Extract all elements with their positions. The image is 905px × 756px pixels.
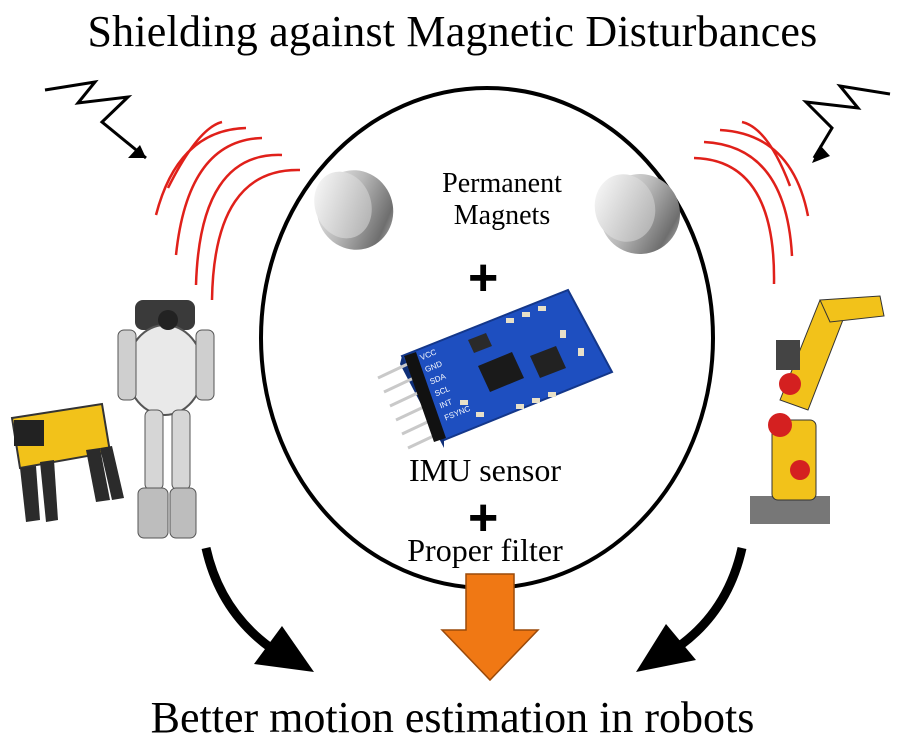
down-arrow (440, 573, 540, 682)
permanent-magnets-label-line1: Permanent (442, 168, 562, 199)
industrial-robot-arm-image (750, 295, 885, 524)
magnetic-waves-right (693, 120, 810, 285)
proper-filter-label: Proper filter (407, 532, 563, 568)
magnet-right (594, 174, 680, 254)
magnetic-waves-left (154, 120, 301, 301)
imu-sensor-label: IMU sensor (409, 452, 561, 488)
curved-arrow-right-head (636, 624, 696, 672)
quadruped-robot-image (10, 402, 124, 522)
permanent-magnets-label: Permanent Magnets (412, 168, 592, 232)
plus-symbol-2: + (468, 489, 499, 547)
figure-title: Shielding against Magnetic Disturbances (87, 7, 818, 56)
humanoid-robot-image (117, 300, 215, 539)
disturbance-arrow-left (44, 79, 147, 160)
disturbance-arrow-right (801, 83, 891, 163)
curved-arrow-left-head (254, 626, 314, 672)
magnet-left (314, 170, 394, 250)
conclusion-text: Better motion estimation in robots (150, 693, 755, 742)
plus-symbol-1: + (468, 249, 499, 307)
permanent-magnets-label-line2: Magnets (453, 200, 551, 231)
imu-board (377, 288, 614, 450)
